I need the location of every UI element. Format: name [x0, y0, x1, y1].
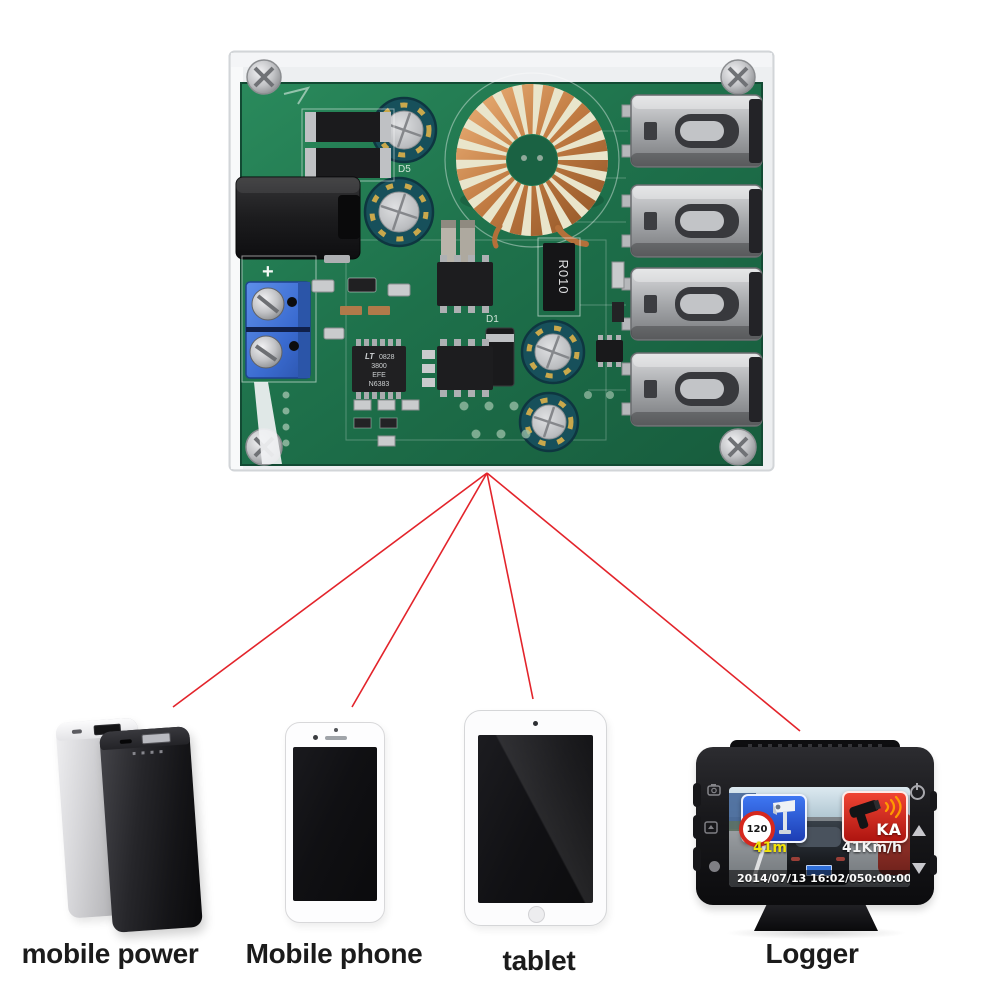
capacitor	[520, 319, 586, 385]
device-mobile-power	[55, 712, 218, 933]
ic-line1: 0828	[379, 354, 395, 361]
mode-icon	[704, 821, 718, 834]
ic-line4: N6383	[369, 381, 390, 388]
record-dot-icon	[709, 861, 720, 872]
front-camera-icon	[533, 721, 538, 726]
device-mobile-phone	[285, 722, 385, 923]
controller-ic: LT 0828 3800 EFE N6383	[352, 339, 406, 399]
diode-pair: D5	[301, 108, 411, 182]
terminal-block: +	[241, 255, 317, 464]
usb-port	[621, 184, 763, 258]
silk-label-plus: +	[262, 261, 274, 283]
usb-port	[621, 267, 763, 341]
silk-label-d1: D1	[486, 314, 499, 325]
earpiece-speaker	[325, 736, 347, 740]
usb-power-module-board: D5 +	[228, 50, 775, 472]
speed-limit-sign: 120	[739, 811, 775, 847]
logger-mount	[754, 905, 878, 931]
tail-light	[791, 857, 800, 861]
label-logger: Logger	[765, 938, 859, 969]
front-camera-icon	[313, 735, 318, 740]
battery-led-indicators	[132, 749, 167, 756]
usb-out-port	[141, 732, 171, 745]
radar-gun-icon	[849, 795, 902, 829]
power-bank-black	[99, 726, 203, 933]
device-logger: 120 41m KA	[693, 738, 938, 940]
vent-dots	[748, 744, 882, 749]
red-lines	[172, 472, 801, 732]
dc-jack	[235, 176, 361, 263]
osd-datetime: 2014/07/13 16:02/05	[737, 872, 865, 885]
wire-strip	[254, 382, 282, 464]
camera-icon	[707, 784, 721, 796]
usb-port	[621, 94, 763, 168]
silk-label-r010: R010	[556, 259, 571, 294]
silk-label-d5: D5	[398, 164, 411, 175]
side-button	[930, 855, 937, 875]
up-arrow-icon	[912, 825, 926, 836]
side-button	[693, 847, 701, 871]
usb-port	[621, 352, 763, 427]
ic-line2: 3800	[371, 363, 387, 370]
logger-shadow	[718, 926, 914, 940]
toroid-inductor	[456, 84, 608, 249]
label-tablet: tablet	[502, 945, 576, 976]
speed-limit-value: 120	[746, 823, 768, 835]
osd-timer: 0:00:00	[864, 872, 910, 885]
capacitor	[363, 176, 435, 248]
usb-port-group	[621, 94, 763, 427]
ic-logo: LT	[365, 352, 375, 361]
ic-line3: EFE	[372, 372, 386, 379]
micro-usb-port	[119, 739, 132, 744]
capacitor	[518, 391, 580, 453]
phone-screen	[293, 747, 377, 901]
logger-body: 120 41m KA	[693, 747, 937, 905]
sense-resistor: R010	[537, 237, 581, 317]
osd-bar: 2014/07/13 16:02/05 0:00:00	[729, 870, 910, 887]
tablet-screen	[478, 735, 593, 903]
logger-screen: 120 41m KA	[729, 787, 910, 887]
down-arrow-icon	[912, 863, 926, 874]
speed-camera-icon	[773, 800, 795, 834]
label-mobile-power: mobile power	[21, 938, 199, 969]
smd-components	[311, 261, 625, 447]
proximity-dot	[334, 728, 338, 732]
radar-band: KA	[876, 820, 901, 839]
device-tablet	[464, 710, 607, 926]
tail-light	[836, 857, 845, 861]
side-button	[930, 791, 937, 811]
vehicle-speed: 41Km/h	[842, 840, 902, 856]
home-button	[528, 906, 545, 923]
radar-badge: KA	[842, 791, 908, 843]
camera-distance: 41m	[752, 840, 788, 856]
micro-usb-port	[71, 729, 83, 734]
side-button	[693, 783, 701, 807]
label-mobile-phone: Mobile phone	[245, 938, 423, 969]
soic-chips	[437, 220, 623, 397]
power-icon	[910, 783, 925, 800]
speed-camera-badge: 120	[739, 794, 807, 847]
side-button	[693, 815, 701, 839]
